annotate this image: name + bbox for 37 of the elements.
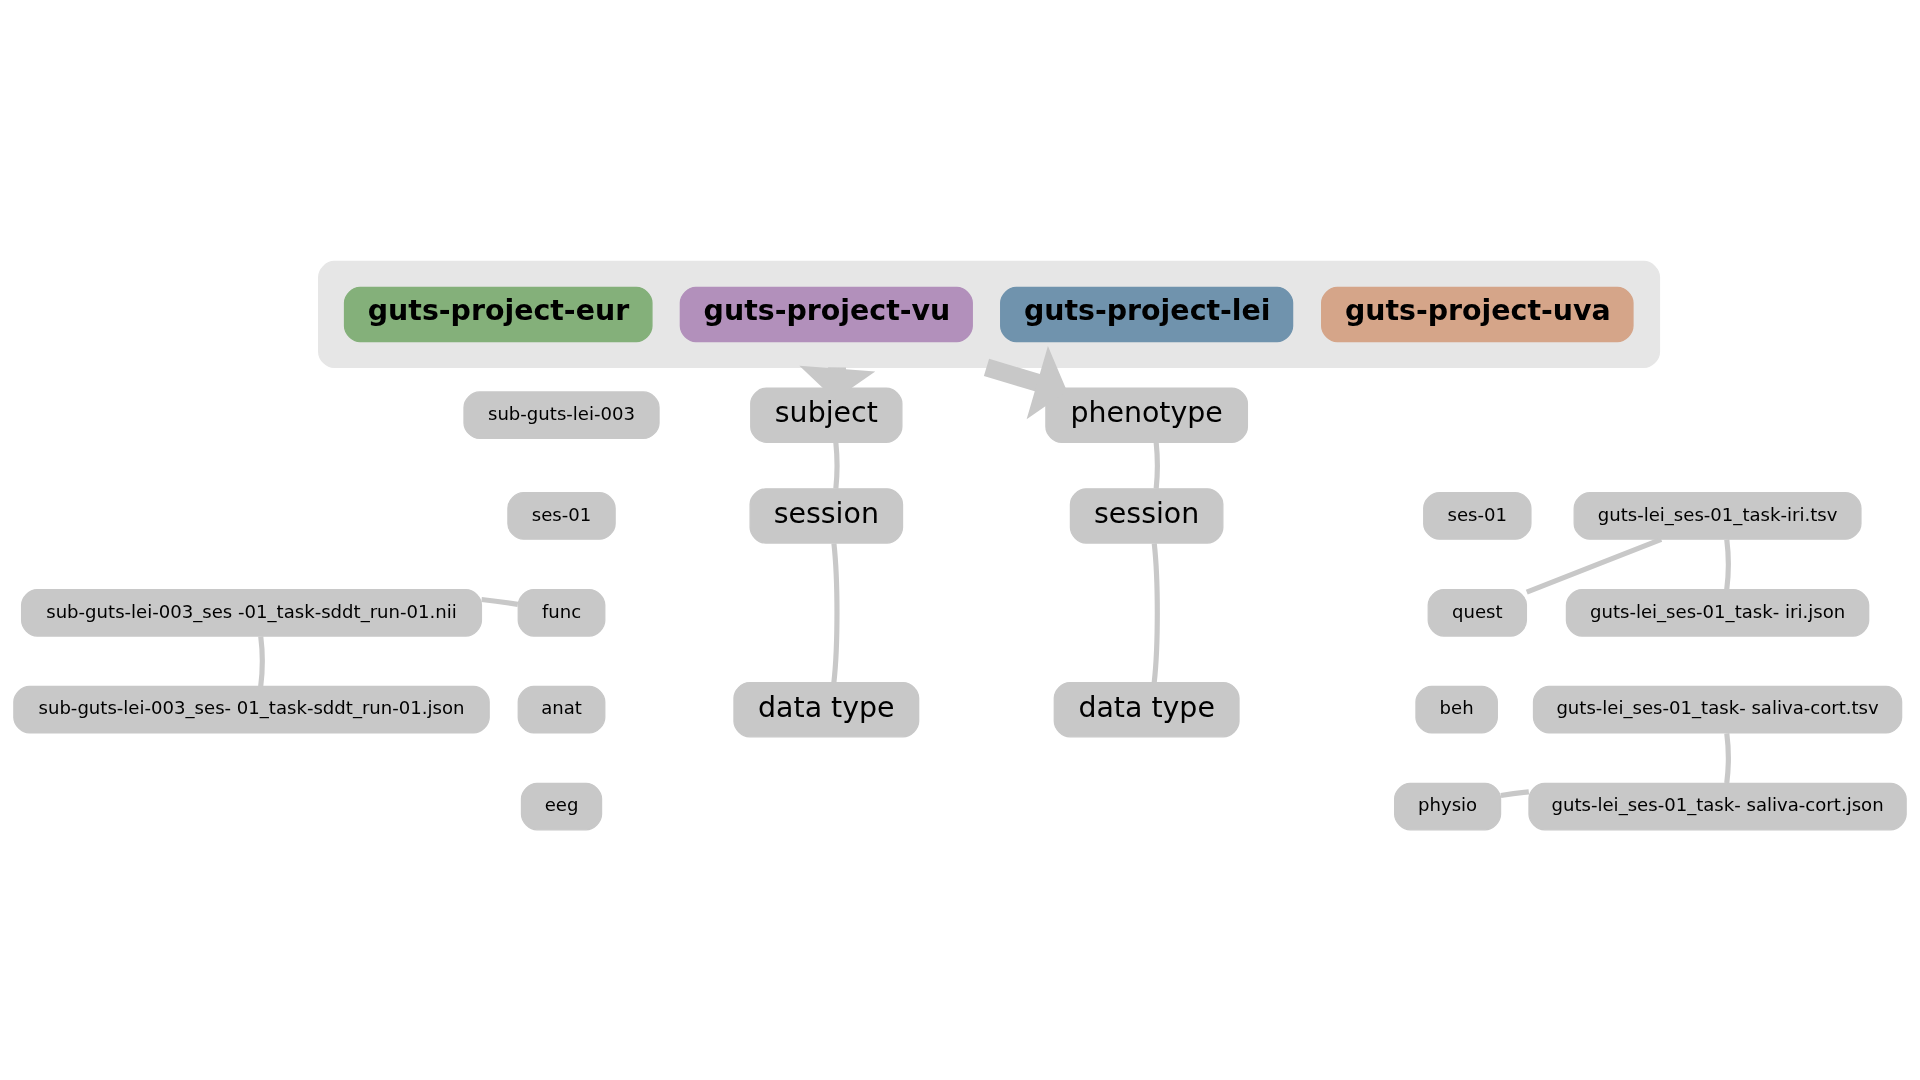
arrow <box>983 345 1068 419</box>
connector <box>1153 442 1160 489</box>
node-box: sub-guts-lei-003_ses -01_task-sddt_run-01.nii <box>20 588 483 637</box>
node-box: guts-project-uva <box>1321 286 1634 342</box>
node-box: guts-lei_ses-01_task-iri.tsv <box>1573 491 1862 540</box>
node-box: session <box>1069 487 1224 544</box>
node-box: guts-lei_ses-01_task- saliva-cort.json <box>1528 782 1907 830</box>
node-box: eeg <box>520 782 603 830</box>
node-box: guts-project-lei <box>1000 286 1294 342</box>
node-box: subject <box>750 386 903 443</box>
node-box: func <box>517 588 606 637</box>
connector <box>258 635 265 687</box>
connector <box>1500 788 1530 798</box>
connector <box>1525 536 1663 595</box>
node-box: session <box>749 487 904 544</box>
connector <box>833 442 840 489</box>
node-box: ses-01 <box>507 491 616 540</box>
node-box: quest <box>1427 588 1528 637</box>
node-box: beh <box>1415 685 1498 734</box>
node-box: sub-guts-lei-003 <box>463 390 660 439</box>
cluster <box>318 260 1661 368</box>
node-box: sub-guts-lei-003_ses- 01_task-sddt_run-01.json <box>13 685 490 734</box>
node-box: data type <box>1053 681 1240 737</box>
node-box: anat <box>517 685 606 734</box>
connector <box>481 596 519 607</box>
node-box: guts-project-vu <box>679 286 973 342</box>
node-box: data type <box>733 681 920 737</box>
connector <box>831 542 840 683</box>
connector <box>1724 538 1731 590</box>
node-box: phenotype <box>1045 386 1249 443</box>
node-box: guts-project-eur <box>343 286 653 342</box>
connector <box>1724 732 1731 783</box>
node-box: guts-lei_ses-01_task- saliva-cort.tsv <box>1532 685 1903 734</box>
connector <box>1151 542 1160 683</box>
node-box: ses-01 <box>1423 491 1532 540</box>
node-box: guts-lei_ses-01_task- iri.json <box>1565 588 1870 637</box>
node-box: physio <box>1394 782 1502 830</box>
